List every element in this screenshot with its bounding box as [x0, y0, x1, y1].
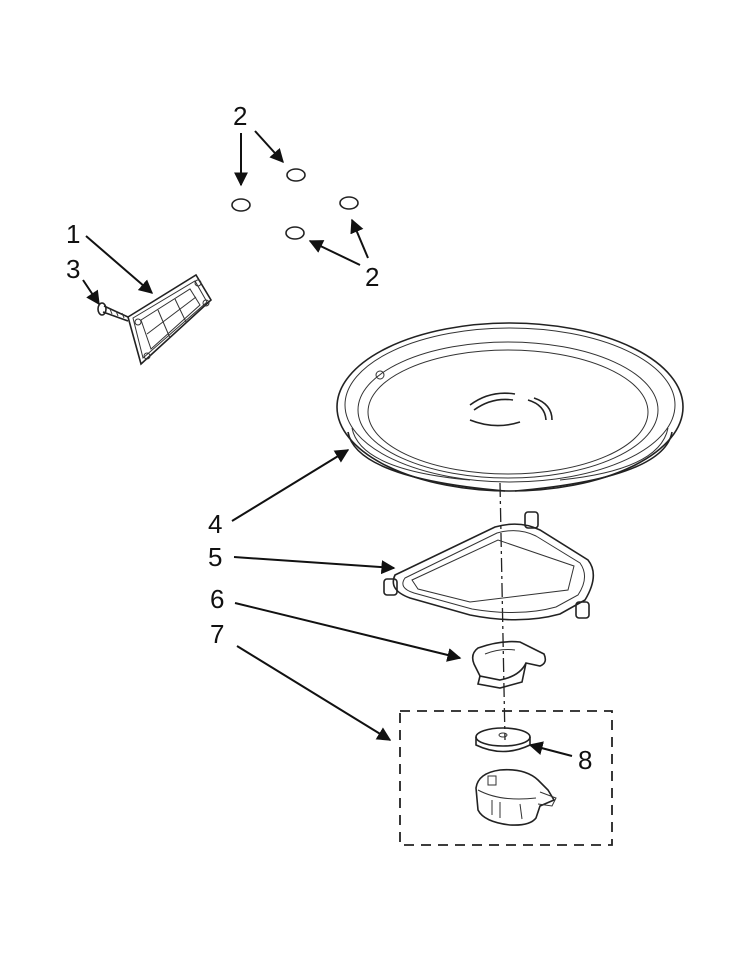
part-7-motor-assembly-box [399, 710, 613, 846]
leader-3 [82, 279, 100, 306]
leader-2b-left [308, 240, 361, 266]
part-1-grille-cover [127, 273, 213, 366]
leader-7 [236, 645, 392, 741]
leader-2a-right [254, 130, 284, 164]
callout-6: 6 [210, 584, 224, 614]
leader-2b-up [350, 218, 369, 259]
part-4-turntable-tray [336, 322, 684, 492]
leader-lines [82, 130, 573, 757]
part-6-coupler [471, 640, 547, 689]
leader-5 [233, 556, 396, 575]
part-8-drive-plate [475, 727, 531, 753]
turntable-motor [475, 768, 557, 826]
leader-8 [528, 741, 573, 757]
callout-8: 8 [578, 745, 592, 775]
callout-7: 7 [210, 619, 224, 649]
center-axis-line [499, 482, 506, 741]
part-5-roller-ring [383, 511, 595, 621]
leader-6 [234, 602, 462, 662]
foot-2 [231, 198, 251, 212]
callout-4: 4 [208, 509, 222, 539]
callout-1: 1 [66, 219, 80, 249]
callout-5: 5 [208, 542, 222, 572]
callout-3: 3 [66, 254, 80, 284]
foot-1 [286, 168, 306, 182]
callout-2-bottom: 2 [365, 262, 379, 292]
callout-2-top: 2 [233, 101, 247, 131]
part-2-feet [231, 168, 359, 240]
leader-4 [231, 449, 350, 522]
foot-3 [339, 196, 359, 210]
leader-1 [85, 235, 154, 294]
part-3-screw [97, 302, 129, 322]
foot-4 [285, 226, 305, 240]
